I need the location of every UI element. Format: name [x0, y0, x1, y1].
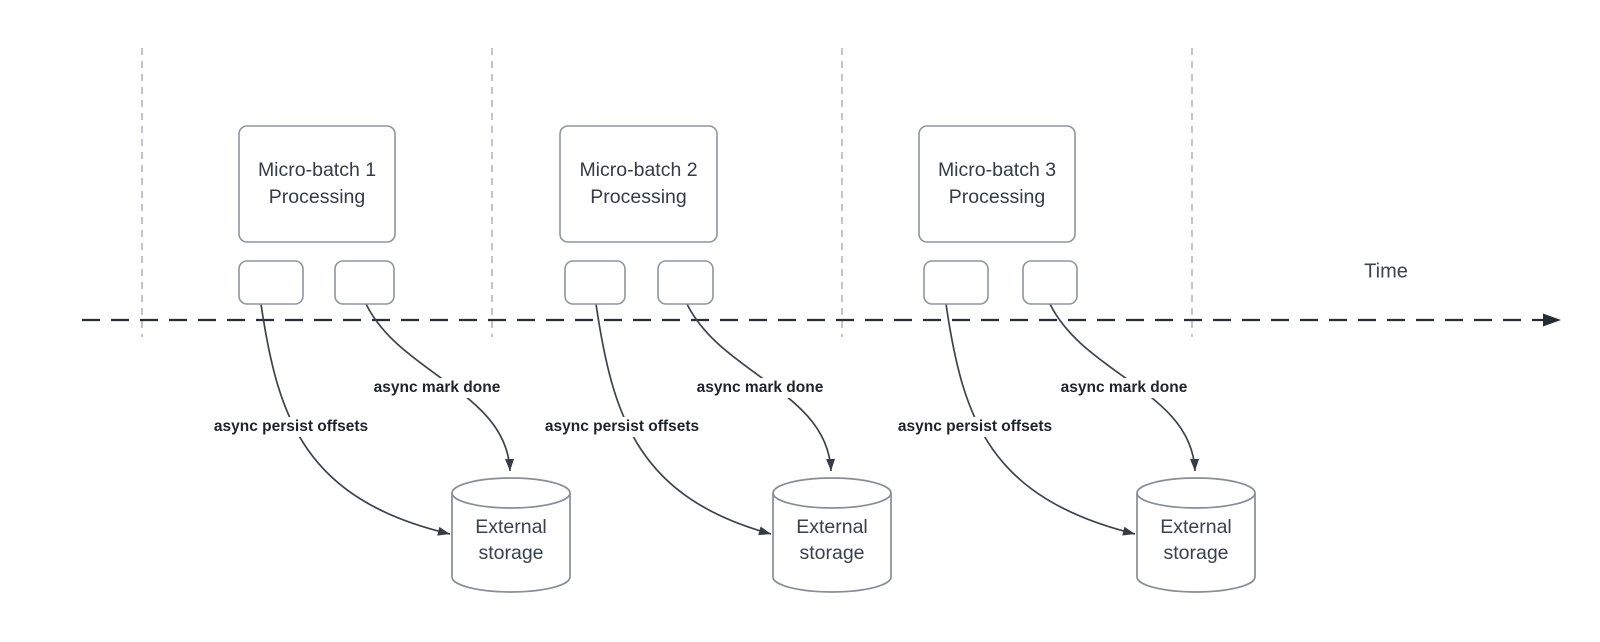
storage-label-2-line1: External	[796, 516, 868, 538]
mark-done-task-box-1	[334, 260, 395, 305]
persist-offsets-label-2: async persist offsets	[541, 417, 703, 437]
mark-done-task-box-3	[1022, 260, 1078, 305]
persist-offsets-label-3: async persist offsets	[894, 417, 1056, 437]
storage-cylinder-2	[772, 477, 892, 593]
storage-label-1-line1: External	[475, 516, 547, 538]
persist-task-box-3	[923, 260, 989, 305]
storage-label-3: External storage	[1137, 512, 1255, 568]
persist-offsets-arrow-3	[945, 303, 1136, 536]
micro-batch-title-1-line1: Micro-batch 1	[257, 159, 377, 181]
storage-label-1: External storage	[452, 512, 570, 568]
micro-batch-title-2-line1: Micro-batch 2	[579, 159, 698, 181]
micro-batch-title-3-line2: Processing	[948, 186, 1046, 208]
persist-offsets-label-1: async persist offsets	[210, 417, 372, 437]
storage-cylinder-3	[1136, 477, 1256, 593]
micro-batch-title-2-line2: Processing	[590, 186, 687, 208]
persist-offsets-arrow-1	[260, 303, 451, 536]
micro-batch-box-1	[238, 125, 396, 243]
micro-batch-title-1: Micro-batch 1 Processing	[239, 126, 395, 242]
mark-done-task-box-2	[657, 260, 714, 305]
persist-offsets-arrow-2	[595, 303, 772, 536]
micro-batch-title-3: Micro-batch 3 Processing	[919, 126, 1075, 242]
mark-done-label-3: async mark done	[1057, 378, 1191, 398]
storage-label-2-line2: storage	[799, 542, 865, 564]
storage-cylinder-1	[451, 477, 571, 593]
micro-batch-box-3	[918, 125, 1076, 243]
micro-batch-title-1-line2: Processing	[268, 186, 366, 208]
storage-label-1-line2: storage	[478, 542, 544, 564]
time-axis-label: Time	[1364, 260, 1408, 283]
storage-label-3-line1: External	[1160, 516, 1232, 538]
persist-task-box-1	[238, 260, 304, 305]
micro-batch-title-2: Micro-batch 2 Processing	[560, 126, 717, 242]
micro-batch-box-2	[559, 125, 718, 243]
persist-task-box-2	[564, 260, 626, 305]
mark-done-label-1: async mark done	[370, 378, 504, 398]
micro-batch-title-3-line1: Micro-batch 3	[937, 159, 1057, 181]
storage-label-2: External storage	[773, 512, 891, 568]
mark-done-label-2: async mark done	[693, 378, 827, 398]
storage-label-3-line2: storage	[1163, 542, 1229, 564]
